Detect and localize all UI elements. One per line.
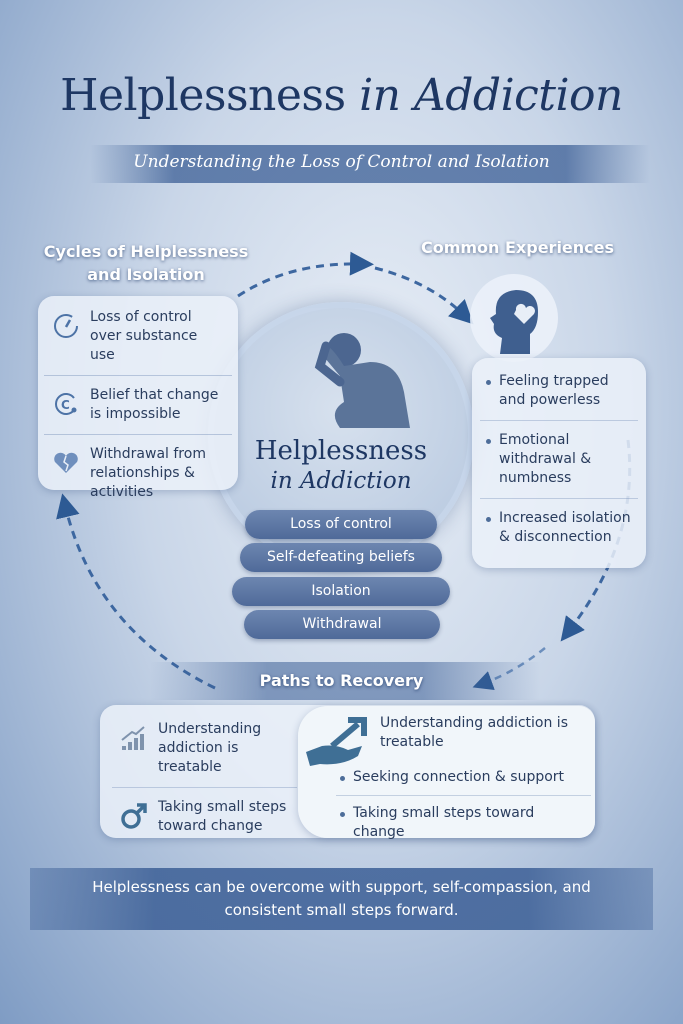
center-title-block: Helplessness in Addiction xyxy=(238,436,444,494)
title-italic: in Addiction xyxy=(359,70,623,121)
head-broken-heart-icon xyxy=(470,274,558,362)
subtitle: Understanding the Loss of Control and Is… xyxy=(133,152,550,172)
recovery-left-text: Understanding addiction is treatable xyxy=(158,721,262,775)
gauge-icon xyxy=(54,314,78,338)
title-main: Helplessness xyxy=(60,70,346,121)
experience-text: Increased isolation & disconnection xyxy=(499,510,631,545)
recovery-bullet-text: Seeking connection & support xyxy=(353,769,565,785)
experience-text: Emotional withdrawal & numbness xyxy=(499,432,592,486)
recovery-left-item: Taking small steps toward change xyxy=(112,788,297,846)
recovery-right-title: Understanding addiction is treatable xyxy=(380,715,568,750)
recovery-left-text: Taking small steps toward change xyxy=(158,799,287,834)
arrow-top-right xyxy=(374,266,474,325)
recovery-band xyxy=(150,662,540,700)
cycles-item-text: Belief that change is impossible xyxy=(90,387,219,422)
cycle-icon: C xyxy=(55,393,77,415)
center-title: Helplessness xyxy=(254,436,428,466)
arrow-top xyxy=(237,251,374,298)
bullet-icon xyxy=(486,517,491,522)
experiences-heading: Common Experiences xyxy=(420,238,615,257)
bullet-icon xyxy=(340,812,345,817)
sitting-person-icon xyxy=(314,333,410,428)
arrow-left xyxy=(56,493,216,690)
recovery-left: Understanding addiction is treatable Tak… xyxy=(112,710,297,846)
cycles-item: Withdrawal from relationships & activiti… xyxy=(44,435,232,512)
bullet-icon xyxy=(486,439,491,444)
pill-self-defeating-beliefs: Self-defeating beliefs xyxy=(240,543,442,572)
arrow-up-right-icon xyxy=(121,803,147,829)
svg-text:C: C xyxy=(61,398,70,412)
recovery-left-item: Understanding addiction is treatable xyxy=(112,710,297,788)
recovery-bullet: Taking small steps toward change xyxy=(336,796,591,850)
pill-isolation: Isolation xyxy=(232,577,450,606)
cycles-item-text: Loss of control over substance use xyxy=(90,309,198,363)
bullet-icon xyxy=(340,776,345,781)
experience-item: Feeling trapped and powerless xyxy=(480,362,638,421)
footer-message: Helplessness can be overcome with suppor… xyxy=(92,878,591,919)
experience-item: Increased isolation & disconnection xyxy=(480,499,638,557)
recovery-heading: Paths to Recovery xyxy=(259,671,424,690)
center-subtitle: in Addiction xyxy=(270,468,412,494)
experience-text: Feeling trapped and powerless xyxy=(499,373,609,408)
pill-withdrawal: Withdrawal xyxy=(244,610,440,639)
recovery-right-list: Seeking connection & support Taking smal… xyxy=(336,760,591,850)
hand-arrow-icon xyxy=(306,717,367,766)
subtitle-band xyxy=(90,145,650,183)
experiences-box: Feeling trapped and powerless Emotional … xyxy=(472,358,646,568)
experience-item: Emotional withdrawal & numbness xyxy=(480,421,638,499)
cycles-item-text: Withdrawal from relationships & activiti… xyxy=(90,446,206,500)
cycles-item: Loss of control over substance use xyxy=(44,298,232,376)
growth-chart-icon xyxy=(121,726,145,750)
cycles-heading: Cycles of Helplessness and Isolation xyxy=(43,242,249,284)
cycles-item: C Belief that change is impossible xyxy=(44,376,232,435)
cycles-box: Loss of control over substance use C Bel… xyxy=(38,296,238,500)
page-title: Helplessness in Addiction xyxy=(0,70,683,121)
recovery-bullet-text: Taking small steps toward change xyxy=(353,805,535,840)
footer-band xyxy=(30,868,653,930)
pill-loss-of-control: Loss of control xyxy=(245,510,437,539)
recovery-right-box xyxy=(298,706,595,838)
broken-heart-icon xyxy=(54,452,78,473)
bullet-icon xyxy=(486,380,491,385)
recovery-bullet: Seeking connection & support xyxy=(336,760,591,796)
